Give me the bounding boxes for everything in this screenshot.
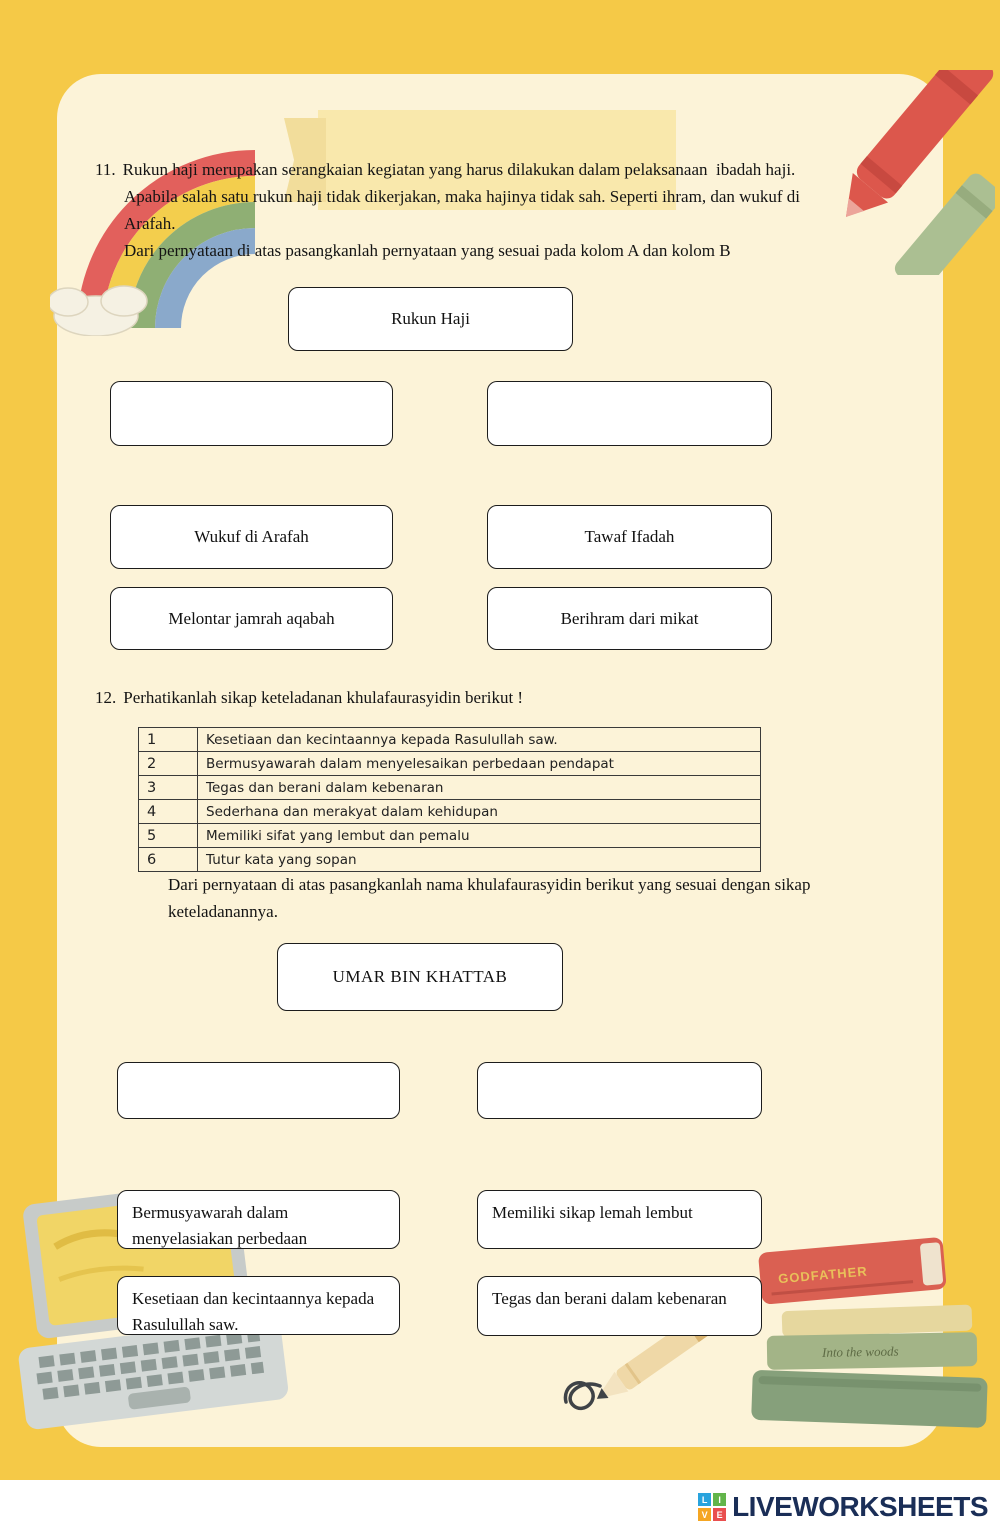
question-12-prompt: Perhatikanlah sikap keteladanan khulafau… — [123, 688, 524, 707]
q12-option-memiliki[interactable]: Memiliki sikap lemah lembut — [477, 1190, 762, 1249]
row-number: 3 — [138, 775, 198, 800]
q11-option-melontar[interactable]: Melontar jamrah aqabah — [110, 587, 393, 650]
row-number: 4 — [138, 799, 198, 824]
q12-option-kesetiaan[interactable]: Kesetiaan dan kecintaannya kepada Rasulu… — [117, 1276, 400, 1335]
row-number: 5 — [138, 823, 198, 848]
q11-drop-box-left[interactable] — [110, 381, 393, 446]
statements-table: 1 Kesetiaan dan kecintaannya kepada Rasu… — [138, 727, 761, 872]
liveworksheets-logo[interactable]: L I V E LIVEWORKSHEETS — [698, 1493, 988, 1521]
row-text: Tegas dan berani dalam kebenaran — [197, 775, 761, 800]
liveworksheets-wordmark: LIVEWORKSHEETS — [732, 1491, 988, 1522]
q12-option-tegas[interactable]: Tegas dan berani dalam kebenaran — [477, 1276, 762, 1336]
q11-header-box: Rukun Haji — [288, 287, 573, 351]
question-12-instruction-line-2: keteladanannya. — [168, 902, 278, 921]
q12-drop-box-right[interactable] — [477, 1062, 762, 1119]
question-11-instruction: Dari pernyataan di atas pasangkanlah per… — [124, 241, 731, 260]
question-11-line-3: Arafah. — [124, 214, 176, 233]
q11-option-berihram[interactable]: Berihram dari mikat — [487, 587, 772, 650]
row-number: 1 — [138, 727, 198, 752]
icon-letter-e: E — [713, 1508, 727, 1521]
question-11: 11. Rukun haji merupakan serangkaian kegi… — [95, 156, 940, 264]
question-12-instruction-line-1: Dari pernyataan di atas pasangkanlah nam… — [168, 875, 811, 894]
banner-decoration — [318, 110, 676, 210]
row-text: Bermusyawarah dalam menyelesaikan perbed… — [197, 751, 761, 776]
row-text: Memiliki sifat yang lembut dan pemalu — [197, 823, 761, 848]
row-number: 2 — [138, 751, 198, 776]
question-11-number: 11. — [95, 160, 116, 179]
question-12: 12. Perhatikanlah sikap keteladanan khula… — [95, 684, 940, 711]
row-number: 6 — [138, 847, 198, 872]
row-text: Sederhana dan merakyat dalam kehidupan — [197, 799, 761, 824]
icon-letter-i: I — [713, 1493, 727, 1506]
q12-option-bermusyawarah[interactable]: Bermusyawarah dalam menyelasiakan perbed… — [117, 1190, 400, 1249]
q12-drop-box-left[interactable] — [117, 1062, 400, 1119]
table-row: 6 Tutur kata yang sopan — [138, 847, 761, 872]
question-11-line-1: 11. Rukun haji merupakan serangkaian kegi… — [95, 156, 940, 183]
liveworksheets-grid-icon: L I V E — [698, 1493, 727, 1521]
table-row: 2 Bermusyawarah dalam menyelesaikan perb… — [138, 751, 761, 776]
row-text: Kesetiaan dan kecintaannya kepada Rasulu… — [197, 727, 761, 752]
question-12-instruction: Dari pernyataan di atas pasangkanlah nam… — [168, 871, 958, 925]
table-row: 1 Kesetiaan dan kecintaannya kepada Rasu… — [138, 727, 761, 752]
question-11-text: Rukun haji merupakan serangkaian kegiata… — [122, 160, 796, 179]
table-row: 5 Memiliki sifat yang lembut dan pemalu — [138, 823, 761, 848]
table-row: 3 Tegas dan berani dalam kebenaran — [138, 775, 761, 800]
icon-letter-v: V — [698, 1508, 712, 1521]
q11-option-tawaf[interactable]: Tawaf Ifadah — [487, 505, 772, 569]
q11-drop-box-right[interactable] — [487, 381, 772, 446]
q11-option-wukuf[interactable]: Wukuf di Arafah — [110, 505, 393, 569]
q12-header-box: UMAR BIN KHATTAB — [277, 943, 563, 1011]
table-row: 4 Sederhana dan merakyat dalam kehidupan — [138, 799, 761, 824]
question-11-line-2: Apabila salah satu rukun haji tidak dike… — [124, 187, 801, 206]
footer-bar: L I V E LIVEWORKSHEETS — [0, 1480, 1000, 1534]
question-12-number: 12. — [95, 688, 117, 707]
row-text: Tutur kata yang sopan — [197, 847, 761, 872]
icon-letter-l: L — [698, 1493, 712, 1506]
